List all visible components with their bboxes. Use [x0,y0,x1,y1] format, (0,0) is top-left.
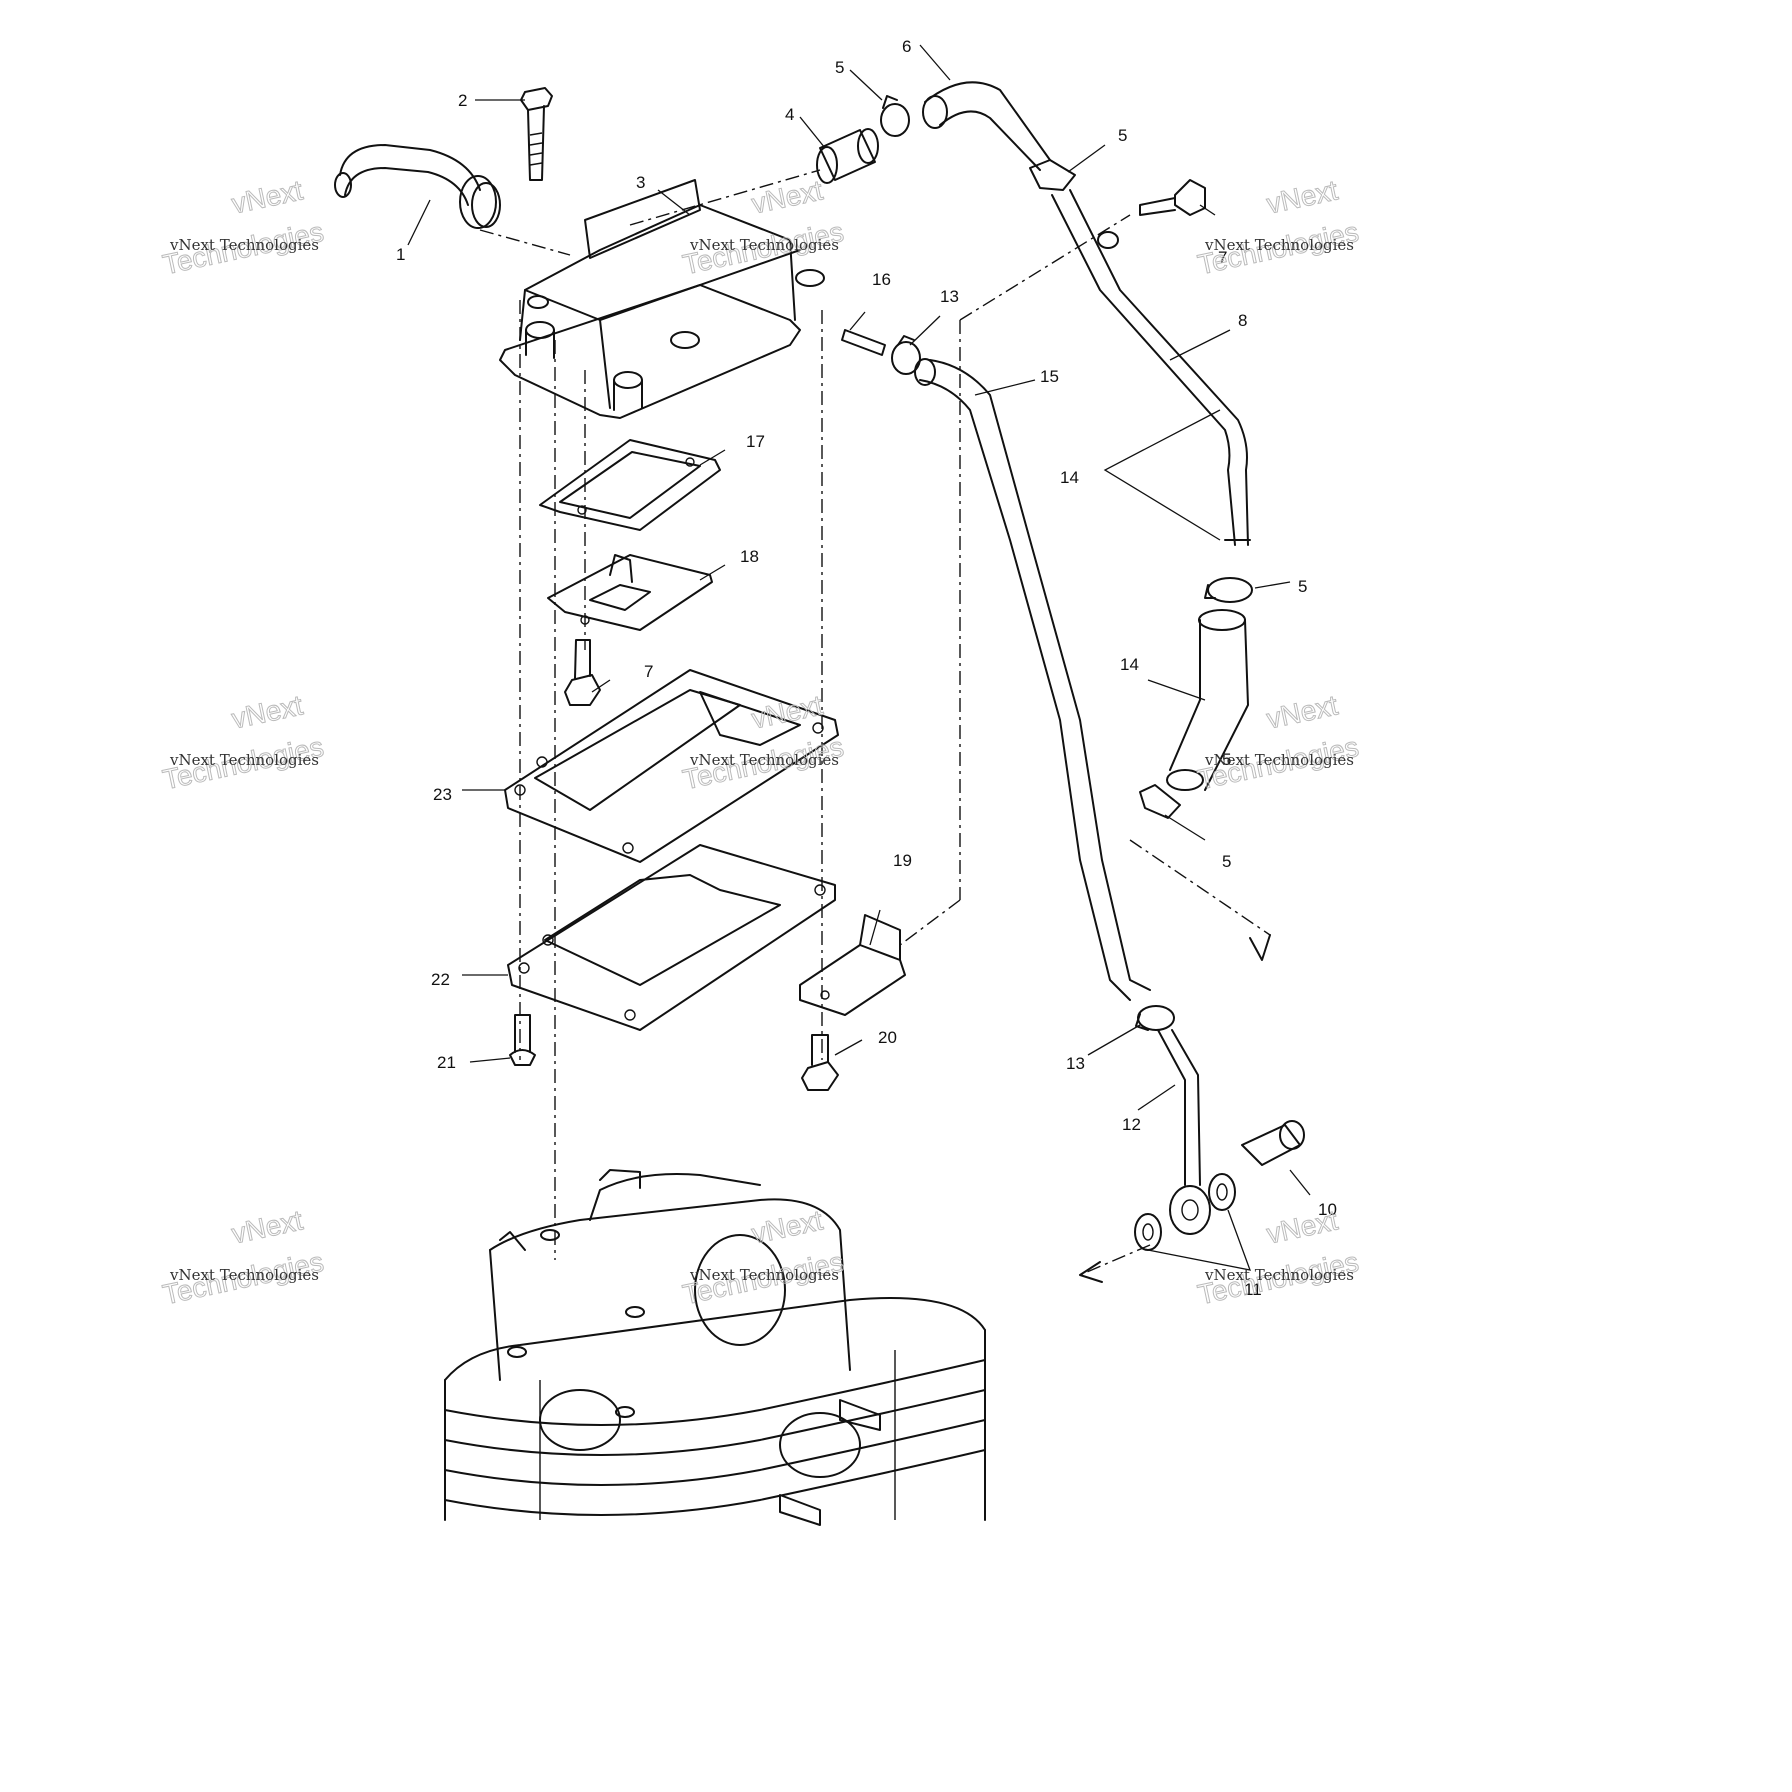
watermark-ml: vNext Technologies vNext Technologies [160,689,327,796]
callout-16: 16 [872,270,891,289]
part-3-valve-cover [499,179,825,419]
svg-text:vNext: vNext [229,174,306,219]
watermark-bc: vNext Technologies vNext Technologies [680,1204,847,1311]
direction-arrows [1079,934,1271,1283]
callout-6: 6 [902,37,911,56]
callout-22: 22 [431,970,450,989]
part-15-long-hose [914,358,1151,1001]
part-19-bracket [799,914,906,1016]
callout-4: 4 [785,105,794,124]
callout-10: 10 [1318,1200,1337,1219]
part-7-bolts [564,179,1206,706]
watermark-tl: vNext Technologies vNext Technologies [160,174,327,281]
callout-17: 17 [746,432,765,451]
callout-20: 20 [878,1028,897,1047]
svg-text:vNext Technologies: vNext Technologies [689,236,839,254]
svg-text:vNext: vNext [229,1204,306,1249]
part-5-clamps [880,95,1253,819]
svg-text:vNext: vNext [749,174,826,219]
callout-13-b: 13 [1066,1054,1085,1073]
svg-text:vNext: vNext [1264,689,1341,734]
watermark-bl: vNext Technologies vNext Technologies [160,1204,327,1311]
svg-text:vNext: vNext [229,689,306,734]
part-2-long-bolt [520,87,553,181]
engine-cylinder-head [444,1169,986,1526]
watermark-br: vNext Technologies vNext Technologies [1195,1204,1362,1311]
part-17-gasket [539,439,721,531]
callout-1: 1 [396,245,405,264]
callout-19: 19 [893,851,912,870]
leader-lines [407,44,1311,1271]
part-14-hose [1166,609,1249,791]
alignment-lines [479,169,1271,1276]
callout-7-a: 7 [1218,248,1227,267]
part-11-washers [1134,1173,1236,1251]
callout-5-c: 5 [1298,577,1307,596]
callout-5-e: 5 [1222,852,1231,871]
svg-text:vNext: vNext [1264,1204,1341,1249]
callout-14-b: 14 [1120,655,1139,674]
svg-text:vNext Technologies: vNext Technologies [1204,236,1354,254]
svg-text:vNext Technologies: vNext Technologies [1204,1266,1354,1284]
svg-text:vNext Technologies: vNext Technologies [169,751,319,769]
callout-5-d: 5 [1222,750,1231,769]
callout-labels: 1 2 3 4 5 5 5 5 5 6 7 7 8 10 11 12 13 13… [396,37,1337,1299]
part-20-bolt [801,1034,839,1091]
callout-15: 15 [1040,367,1059,386]
svg-text:vNext Technologies: vNext Technologies [689,1266,839,1284]
callout-3: 3 [636,173,645,192]
callout-18: 18 [740,547,759,566]
svg-text:vNext: vNext [749,689,826,734]
callout-7-b: 7 [644,662,653,681]
part-8-tube [1051,189,1251,546]
part-12-banjo-tube [1157,1029,1211,1235]
part-16-pin [841,329,886,356]
part-21-screw [509,1014,536,1066]
svg-text:vNext Technologies: vNext Technologies [169,1266,319,1284]
part-1-elbow-pipe [334,144,501,229]
svg-text:vNext: vNext [1264,174,1341,219]
watermark-mr: vNext Technologies vNext Technologies [1195,689,1362,796]
part-13-clamps [891,335,1175,1031]
svg-text:vNext Technologies: vNext Technologies [1204,751,1354,769]
svg-text:vNext Technologies: vNext Technologies [169,236,319,254]
callout-12: 12 [1122,1115,1141,1134]
svg-text:vNext Technologies: vNext Technologies [689,751,839,769]
callout-8: 8 [1238,311,1247,330]
callout-5-b: 5 [1118,126,1127,145]
part-10-banjo-bolt [1241,1120,1305,1166]
part-18-reed-plate [547,554,713,631]
callout-23: 23 [433,785,452,804]
watermark-tr: vNext Technologies vNext Technologies [1195,174,1362,281]
callout-2: 2 [458,91,467,110]
part-22-gasket [507,844,836,1031]
part-23-gasket [504,669,839,863]
callout-14-a: 14 [1060,468,1079,487]
part-4-fitting [816,128,879,184]
callout-21: 21 [437,1053,456,1072]
callout-13-a: 13 [940,287,959,306]
svg-text:vNext: vNext [749,1204,826,1249]
callout-11: 11 [1244,1280,1262,1299]
callout-5-a: 5 [835,58,844,77]
part-6-bent-hose [922,81,1051,171]
